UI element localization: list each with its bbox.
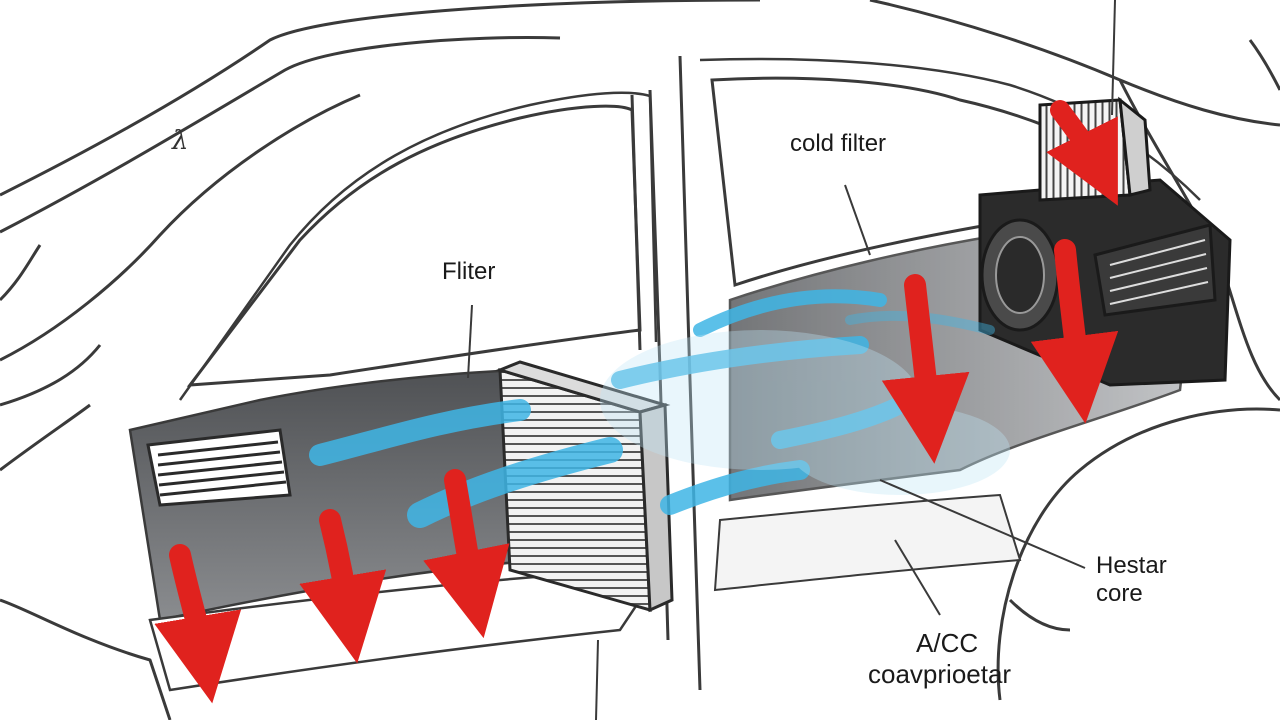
hot-arrow-5: [1030, 239, 1119, 424]
heater-core-label: Hestar core: [1096, 552, 1167, 609]
dash-vent: [146, 428, 292, 507]
front-window: [186, 104, 642, 387]
hot-arrow-3: [423, 469, 510, 639]
leader-ac: [894, 539, 941, 616]
hot-airflow: [154, 100, 1119, 704]
leader-cold-filter: [844, 184, 871, 256]
leader-lines: [467, 0, 1116, 720]
ac-label-line1: A/CC: [916, 628, 979, 658]
hot-arrow-2: [299, 509, 387, 664]
hot-arrow-1: [154, 544, 242, 704]
leader-heater-core: [879, 479, 1086, 569]
cabin-filter: [495, 360, 674, 613]
hot-arrow-4: [881, 274, 970, 464]
ac-label-line2: coavprioetar: [868, 658, 1012, 689]
leader-top-right: [1111, 0, 1116, 116]
hot-arrow-6: [1046, 100, 1118, 206]
leader-filter: [467, 304, 473, 379]
filter-label-text: Fliter: [442, 258, 496, 285]
sketch-mark: λ: [172, 126, 189, 156]
leader-bottom: [595, 639, 599, 720]
heater-core-label-line2: core: [1096, 580, 1143, 608]
ac-evaporator-label: A/CC coavprioetar: [868, 628, 1011, 689]
cold-filter-label: cold filter: [790, 130, 886, 158]
cold-filter-label-text: cold filter: [790, 130, 887, 157]
filter-label: Fliter: [442, 258, 495, 286]
heater-core-label-line1: Hestar: [1096, 552, 1167, 579]
